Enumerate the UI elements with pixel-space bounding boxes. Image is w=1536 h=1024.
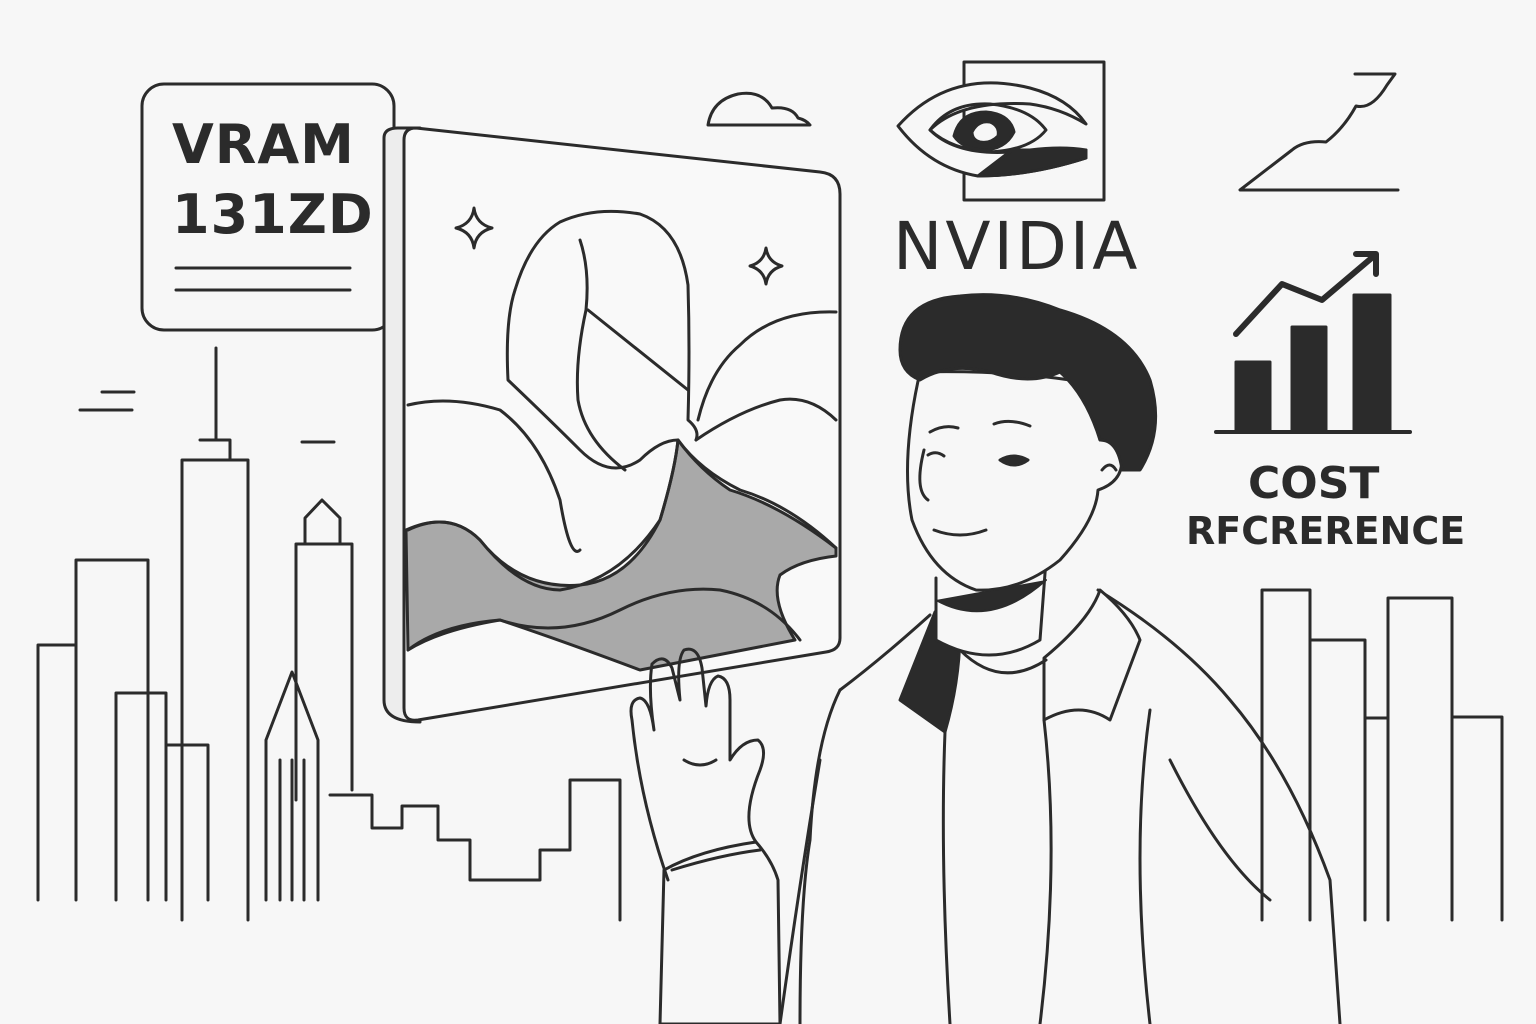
person-figure (629, 293, 1342, 1024)
bar-chart-icon (1214, 251, 1412, 434)
cloud-icon (706, 91, 812, 127)
spec-card-line-2: 131ZD (172, 183, 374, 246)
star-icon (748, 246, 784, 286)
cost-bar (1352, 293, 1392, 434)
spec-card-line-1: VRAM (172, 113, 355, 176)
cost-bar (1234, 360, 1272, 434)
eye-logo-icon (896, 60, 1106, 202)
image-panel (382, 126, 842, 724)
decorative-swoosh (1238, 72, 1400, 192)
cost-bar (1290, 325, 1328, 434)
cost-label-line-1: COST (1248, 458, 1380, 509)
brand-wordmark: NVIDIA (893, 208, 1141, 285)
trend-arrow-icon (1233, 251, 1379, 337)
spec-card (140, 82, 396, 332)
cost-label-line-2: RFCRERENCE (1186, 509, 1466, 553)
star-icon (454, 206, 494, 250)
city-skyline-right (1260, 588, 1504, 922)
city-skyline-left (36, 346, 622, 922)
